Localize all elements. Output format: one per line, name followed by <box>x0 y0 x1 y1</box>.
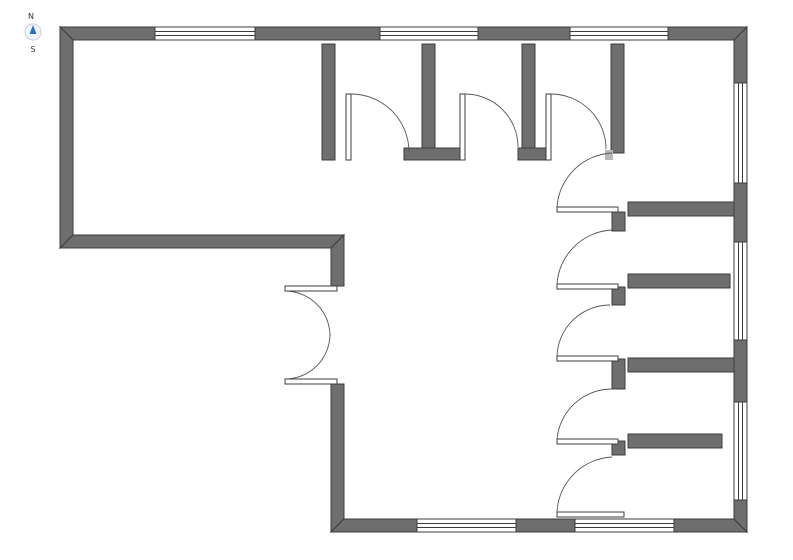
wall-east-room-1-stub <box>611 211 626 232</box>
wall-west-middle <box>330 233 345 287</box>
door-icon <box>345 93 410 161</box>
door-icon <box>556 229 619 290</box>
wall-west-lower <box>330 383 345 534</box>
wall-room-1-2-foot <box>403 147 462 161</box>
wall-east-room-2 <box>627 273 731 289</box>
wall-room-1-west <box>321 43 336 161</box>
wall-east-room-3-stub <box>611 358 626 390</box>
door-icon <box>459 93 519 161</box>
wall-east-room-2-stub <box>611 286 626 306</box>
compass-north-label: N <box>28 12 34 21</box>
windows <box>154 26 748 533</box>
wall-room-1-2 <box>421 43 436 161</box>
wall-middle-horizontal <box>58 234 346 249</box>
wall-room-3-east <box>610 43 625 154</box>
window-east-1 <box>733 82 748 184</box>
window-north-1 <box>154 26 256 41</box>
wall-room-2-3 <box>521 43 536 161</box>
door-icon <box>556 388 619 445</box>
door-icon <box>284 285 338 385</box>
compass-needle-icon <box>29 25 37 34</box>
door-icon <box>556 152 619 213</box>
compass: N S <box>24 12 42 54</box>
window-east-3 <box>733 401 748 501</box>
window-east-2 <box>733 241 748 341</box>
doors <box>284 93 625 518</box>
window-south-1 <box>416 518 517 533</box>
window-north-2 <box>379 26 479 41</box>
door-icon <box>556 304 619 362</box>
wall-west-upper <box>59 25 74 250</box>
wall-east-room-4 <box>627 433 723 449</box>
door-icon <box>556 456 625 518</box>
wall-east-room-3 <box>627 357 735 373</box>
window-north-3 <box>569 26 669 41</box>
window-south-2 <box>574 518 675 533</box>
wall-room-2-3-foot <box>517 147 549 161</box>
door-icon <box>545 93 607 161</box>
door-jamb <box>605 150 613 160</box>
wall-south <box>329 518 749 533</box>
wall-east-room-1 <box>627 201 735 217</box>
interior-walls <box>321 43 735 456</box>
compass-south-label: S <box>30 45 35 54</box>
